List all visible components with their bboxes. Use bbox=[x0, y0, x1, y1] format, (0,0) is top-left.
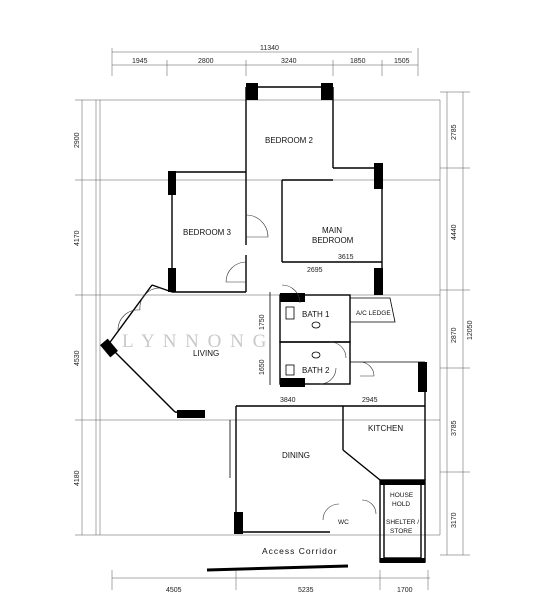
room-label-ac-ledge: A/C LEDGE bbox=[356, 310, 391, 317]
room-labels: BEDROOM 2 MAIN BEDROOM BEDROOM 3 BATH 1 … bbox=[183, 136, 419, 556]
room-label-household-shelter: STORE bbox=[390, 528, 413, 535]
room-label-main-bedroom: BEDROOM bbox=[312, 236, 354, 245]
walls bbox=[107, 86, 426, 572]
room-label-household-shelter: SHELTER / bbox=[386, 519, 419, 526]
dim-bottom: 5235 bbox=[298, 587, 314, 594]
room-label-bath-1: BATH 1 bbox=[302, 310, 330, 319]
dim-inner: 2695 bbox=[307, 267, 323, 274]
room-label-household-shelter: HOUSE bbox=[390, 492, 414, 499]
dim-top-total: 11340 bbox=[260, 45, 279, 52]
access-corridor-label: Access Corridor bbox=[262, 546, 337, 556]
dim-right: 2870 bbox=[451, 327, 458, 343]
dim-inner: 3840 bbox=[280, 397, 296, 404]
dim-inner: 1750 bbox=[259, 314, 266, 330]
dim-left: 4170 bbox=[74, 230, 81, 246]
dim-bottom: 4505 bbox=[166, 587, 182, 594]
dim-inner: 2945 bbox=[362, 397, 378, 404]
room-label-dining: DINING bbox=[282, 451, 310, 460]
dim-right: 2785 bbox=[451, 124, 458, 140]
room-label-living: LIVING bbox=[193, 349, 219, 358]
dim-top: 1945 bbox=[132, 58, 148, 65]
dim-inner: 3615 bbox=[338, 254, 354, 261]
dim-left: 4180 bbox=[74, 470, 81, 486]
room-label-household-shelter: HOLD bbox=[392, 501, 410, 508]
room-label-wc: WC bbox=[338, 519, 349, 526]
room-label-bath-2: BATH 2 bbox=[302, 366, 330, 375]
watermark: L Y N N O N G bbox=[122, 331, 268, 352]
dim-right: 3785 bbox=[451, 420, 458, 436]
dim-right: 12050 bbox=[467, 320, 474, 340]
dim-top: 3240 bbox=[281, 58, 297, 65]
room-label-bedroom-2: BEDROOM 2 bbox=[265, 136, 314, 145]
structural-columns bbox=[100, 83, 427, 563]
door-swings bbox=[117, 214, 377, 521]
dim-right: 3170 bbox=[451, 512, 458, 528]
dim-left: 2900 bbox=[74, 132, 81, 148]
dim-right: 4440 bbox=[451, 224, 458, 240]
room-label-main-bedroom: MAIN bbox=[322, 226, 342, 235]
dim-top: 2800 bbox=[198, 58, 214, 65]
room-label-kitchen: KITCHEN bbox=[368, 424, 403, 433]
dim-left: 4530 bbox=[74, 350, 81, 366]
dimension-labels: 11340 1945 2800 3240 1850 1505 2900 4170… bbox=[74, 45, 474, 594]
room-label-bedroom-3: BEDROOM 3 bbox=[183, 228, 232, 237]
dim-bottom: 1700 bbox=[397, 587, 413, 594]
dim-inner: 1650 bbox=[259, 359, 266, 375]
dim-top: 1850 bbox=[350, 58, 366, 65]
dim-top: 1505 bbox=[394, 58, 410, 65]
dimension-grid bbox=[75, 48, 470, 590]
